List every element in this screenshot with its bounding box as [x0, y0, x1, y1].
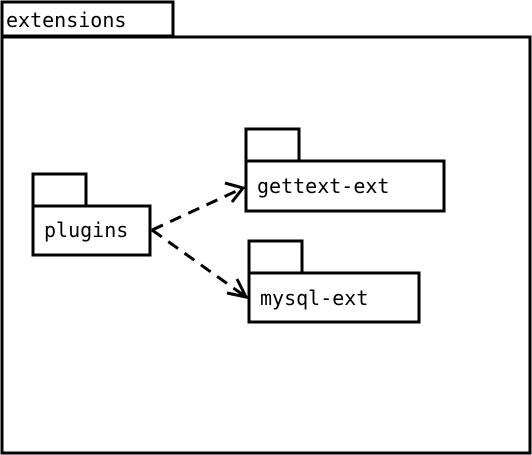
open-arrowhead-icon — [224, 181, 246, 203]
gettext-ext-package-label: gettext-ext — [257, 174, 389, 198]
plugins-package-tab — [31, 172, 88, 208]
gettext-ext-package-tab — [244, 127, 301, 163]
open-arrowhead-icon — [226, 278, 249, 300]
mysql-ext-package-tab — [247, 239, 304, 275]
mysql-ext-package: mysql-ext — [247, 239, 421, 324]
plugins-package-label: plugins — [44, 218, 128, 242]
plugins-package: plugins — [31, 172, 152, 257]
extensions-package-label: extensions — [6, 8, 126, 32]
gettext-ext-package: gettext-ext — [244, 127, 446, 213]
mysql-ext-package-label: mysql-ext — [260, 286, 368, 310]
dependency-plugins-to-mysql — [151, 228, 249, 300]
plugins-package-body — [31, 204, 152, 257]
mysql-ext-package-body — [247, 271, 421, 324]
dependency-line — [151, 186, 244, 232]
gettext-ext-package-body — [244, 159, 446, 213]
dependency-plugins-to-gettext — [151, 181, 246, 232]
